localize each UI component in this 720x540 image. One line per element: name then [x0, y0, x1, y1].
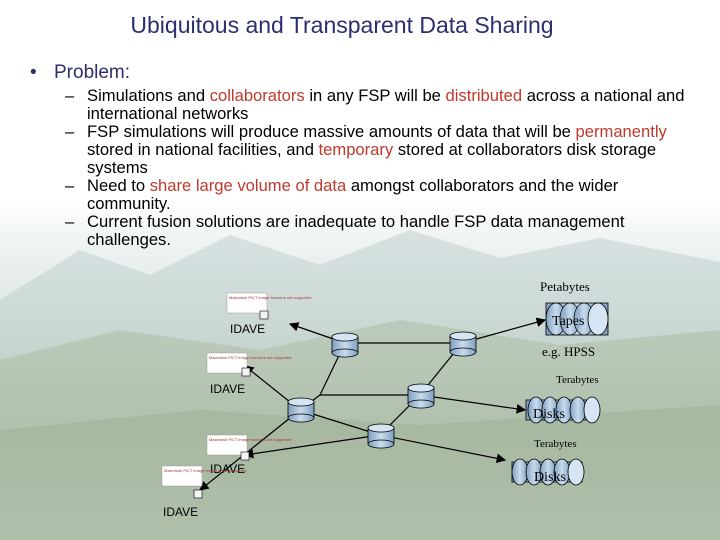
- bullet-text: stored in national facilities, and: [87, 140, 319, 159]
- idave-station-2: Macintosh PICT image format is not suppo…: [206, 352, 291, 396]
- computer-icon: [241, 367, 251, 377]
- network-node: [449, 331, 477, 357]
- highlighted-text: collaborators: [209, 86, 305, 105]
- tape-storage: Tapes: [545, 302, 609, 336]
- link: [379, 434, 507, 464]
- terabytes-label-1: Terabytes: [556, 374, 599, 386]
- idave-label: IDAVE: [230, 322, 265, 336]
- network-node: [287, 397, 315, 423]
- highlighted-text: distributed: [445, 86, 523, 105]
- idave-label: IDAVE: [210, 462, 245, 476]
- dash-marker: –: [65, 212, 75, 231]
- bullet-text: Need to: [87, 176, 150, 195]
- link: [419, 394, 527, 414]
- disk-storage-1: Disks: [525, 396, 601, 424]
- link: [243, 434, 381, 459]
- bullet-text: Simulations and: [87, 86, 210, 105]
- problem-label: Problem:: [54, 62, 131, 83]
- bullet-text: amongst collaborators and the wider comm…: [87, 176, 619, 213]
- disks-label-2: Disks: [534, 470, 566, 485]
- network-links: [199, 317, 547, 491]
- idave-label: IDAVE: [210, 382, 245, 396]
- terabytes-label-2: Terabytes: [534, 438, 577, 450]
- sub-bullet: –FSP simulations will produce massive am…: [65, 123, 705, 177]
- idave-station-4: Macintosh PICT image format is not suppo…: [161, 465, 246, 519]
- pict-thumbnail: [161, 465, 203, 487]
- pict-thumbnail-text: Macintosh PICT image format is not suppo…: [164, 468, 246, 473]
- network-node: [331, 332, 359, 358]
- pict-thumbnail: [206, 352, 248, 374]
- tapes-label: Tapes: [552, 314, 584, 329]
- dash-marker: –: [65, 86, 75, 105]
- highlighted-text: share large volume of data: [149, 176, 347, 195]
- pict-thumbnail-text: Macintosh PICT image format is not suppo…: [229, 295, 311, 300]
- pict-thumbnail-text: Macintosh PICT image format is not suppo…: [209, 437, 291, 442]
- network-node: [407, 383, 435, 409]
- dash-marker: –: [65, 122, 75, 141]
- pict-thumbnail-text: Macintosh PICT image format is not suppo…: [209, 355, 291, 360]
- link: [199, 409, 301, 491]
- sub-bullet: –Current fusion solutions are inadequate…: [65, 213, 705, 249]
- idave-station-1: Macintosh PICT image format is not suppo…: [226, 292, 311, 336]
- petabytes-label: Petabytes: [540, 279, 590, 294]
- hpss-label: e.g. HPSS: [542, 344, 595, 359]
- network-node: [367, 423, 395, 449]
- highlighted-text: temporary: [318, 140, 394, 159]
- slide-title: Ubiquitous and Transparent Data Sharing: [130, 12, 554, 38]
- pict-thumbnail: [226, 292, 268, 314]
- sub-bullet: –Need to share large volume of data amon…: [65, 177, 705, 213]
- bullet-text: across a national and international netw…: [87, 86, 685, 123]
- bullet-text: stored at collaborators disk storage sys…: [87, 140, 657, 177]
- computer-icon: [259, 310, 269, 320]
- bullet-text: Current fusion solutions are inadequate …: [87, 212, 625, 249]
- idave-label: IDAVE: [163, 505, 198, 519]
- idave-station-3: Macintosh PICT image format is not suppo…: [206, 434, 291, 476]
- sub-bullet-list: –Simulations and collaborators in any FS…: [65, 87, 705, 249]
- bullet-text: FSP simulations will produce massive amo…: [87, 122, 576, 141]
- pict-thumbnail: [206, 434, 248, 456]
- computer-icon: [240, 451, 250, 461]
- bullet-text: in any FSP will be: [304, 86, 446, 105]
- problem-bullet: • Problem:: [30, 62, 130, 84]
- disks-label-1: Disks: [533, 407, 565, 422]
- computer-icon: [193, 489, 203, 499]
- sub-bullet: –Simulations and collaborators in any FS…: [65, 87, 705, 123]
- disk-storage-2: Disks: [511, 458, 585, 486]
- bullet-dot: •: [30, 62, 37, 83]
- dash-marker: –: [65, 176, 75, 195]
- highlighted-text: permanently: [575, 122, 667, 141]
